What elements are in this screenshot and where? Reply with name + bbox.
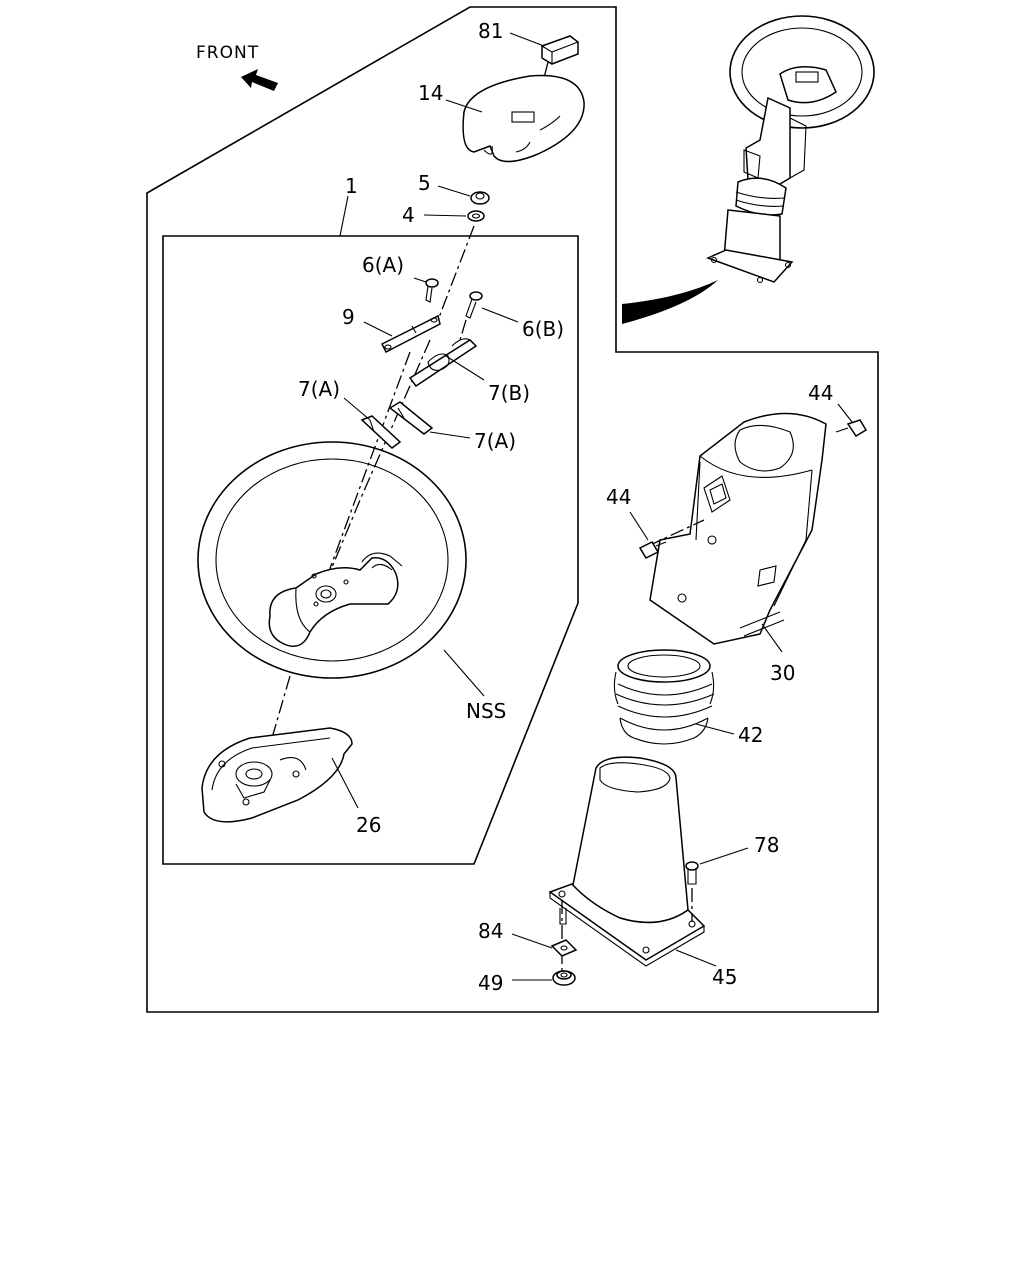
assembly-frame bbox=[162, 235, 579, 865]
callout-6b: 6(B) bbox=[522, 317, 564, 341]
column-cover bbox=[647, 412, 827, 645]
horn-contact-7a-left bbox=[360, 415, 402, 449]
callout-nss: NSS bbox=[466, 699, 506, 723]
horn-button bbox=[541, 35, 579, 65]
callout-42: 42 bbox=[738, 723, 763, 747]
nut bbox=[470, 191, 490, 205]
callout-4: 4 bbox=[402, 203, 415, 227]
horn-contact-harness bbox=[408, 319, 478, 388]
front-label: FRONT bbox=[196, 43, 259, 63]
contact-plate bbox=[380, 314, 441, 354]
column-pedestal bbox=[548, 756, 706, 967]
horn-contact-7a-right bbox=[388, 401, 434, 435]
inset-assembled-view bbox=[622, 15, 875, 324]
callout-1: 1 bbox=[345, 174, 358, 198]
callout-7a-right: 7(A) bbox=[474, 429, 516, 453]
rubber-boot bbox=[613, 649, 715, 745]
callout-49: 49 bbox=[478, 971, 503, 995]
wheel-rear-cover bbox=[201, 727, 353, 823]
callout-26: 26 bbox=[356, 813, 381, 837]
callout-6a: 6(A) bbox=[362, 253, 404, 277]
view-direction-arrow bbox=[622, 280, 718, 324]
flange-nut bbox=[552, 970, 576, 986]
screw-6b bbox=[465, 291, 483, 319]
callout-14: 14 bbox=[418, 81, 443, 105]
callout-7b: 7(B) bbox=[488, 381, 530, 405]
callout-44-upper: 44 bbox=[808, 381, 833, 405]
steering-wheel bbox=[197, 441, 467, 679]
callout-45: 45 bbox=[712, 965, 737, 989]
washer bbox=[467, 210, 485, 222]
bolt bbox=[685, 861, 699, 922]
callout-5: 5 bbox=[418, 171, 431, 195]
front-arrow-icon bbox=[241, 69, 278, 91]
horn-pad-cover bbox=[462, 74, 585, 163]
tapping-screw-upper bbox=[835, 419, 868, 438]
screw-6a bbox=[425, 278, 439, 303]
callout-7a-left: 7(A) bbox=[298, 377, 340, 401]
callout-9: 9 bbox=[342, 305, 355, 329]
plate-washer bbox=[550, 908, 578, 957]
tapping-screw-left bbox=[638, 541, 667, 559]
callout-44-left: 44 bbox=[606, 485, 631, 509]
outer-frame bbox=[146, 6, 879, 1013]
callout-84: 84 bbox=[478, 919, 503, 943]
callout-78: 78 bbox=[754, 833, 779, 857]
callout-81: 81 bbox=[478, 19, 503, 43]
callout-30: 30 bbox=[770, 661, 795, 685]
